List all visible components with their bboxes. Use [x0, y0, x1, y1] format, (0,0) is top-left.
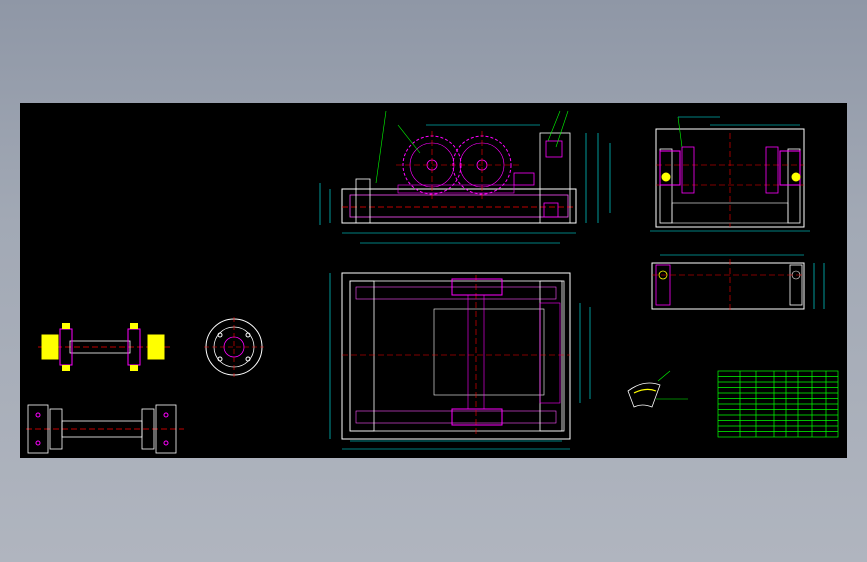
title-block-table — [717, 370, 839, 438]
side-elevation-view — [650, 116, 810, 232]
cad-drawing-viewport[interactable] — [20, 103, 847, 458]
axle-detail-view — [38, 323, 170, 371]
cad-drawing-canvas — [26, 110, 839, 454]
wheel-end-view — [204, 317, 264, 377]
front-elevation-view — [319, 110, 611, 244]
plan-view — [329, 272, 591, 450]
axle-section-view — [26, 404, 184, 454]
bracket-detail — [627, 370, 688, 408]
end-view — [651, 254, 825, 313]
